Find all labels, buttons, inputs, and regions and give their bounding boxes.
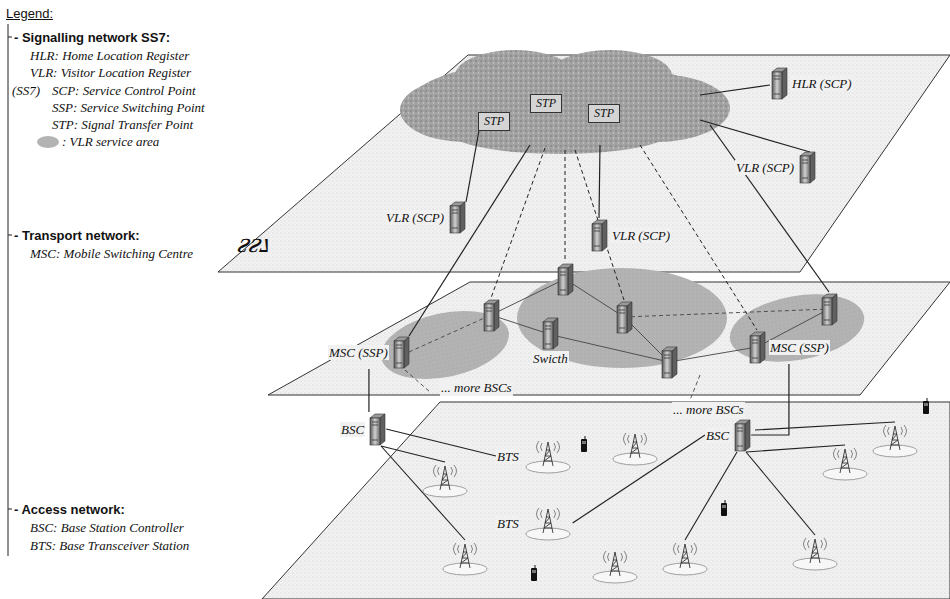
server-icon — [748, 330, 766, 364]
legend-definition: BTS: Base Transceiver Station — [30, 538, 189, 554]
msc-node: MSC (SSP) — [748, 330, 830, 364]
more-note: ... more BSCs — [672, 402, 745, 418]
node-label: BSC — [340, 422, 365, 437]
tower-icon — [523, 438, 573, 474]
stp-box: STP — [530, 94, 562, 113]
bsc-node: BSC — [340, 412, 386, 446]
bsc-node: BSC — [705, 418, 751, 452]
node-label: STP — [483, 114, 505, 129]
network-link — [751, 364, 789, 435]
msc-node: MSC (SSP) — [328, 335, 410, 369]
node-label: STP — [593, 106, 615, 121]
server-icon — [541, 316, 559, 350]
node-label: Swicth — [532, 351, 569, 366]
node-label: HLR (SCP) — [791, 76, 853, 91]
access-link — [381, 422, 895, 540]
access-plane — [262, 402, 950, 599]
node-label: STP — [535, 96, 557, 111]
bts-tower — [423, 425, 917, 583]
vlr-node: VLR (SCP) — [735, 150, 816, 184]
vlr-service-area — [375, 268, 870, 390]
server-icon — [590, 218, 608, 252]
legend-title: Legend: — [6, 6, 53, 22]
stp-box: STP — [478, 112, 510, 131]
server-icon — [392, 335, 410, 369]
signalling-link — [409, 85, 829, 336]
mobile-phone — [531, 398, 929, 581]
node-label: VLR (SCP) — [611, 228, 671, 243]
node-label: BSC — [705, 428, 730, 443]
node-label: VLR (SCP) — [385, 210, 445, 225]
legend-swatch-shape — [37, 136, 59, 148]
node-label: MSC (SSP) — [328, 345, 389, 360]
legend-heading: - Transport network: — [14, 228, 140, 244]
legend-definition: SCP: Service Control Point — [52, 83, 196, 99]
server-icon — [798, 150, 816, 184]
tower-icon — [523, 505, 573, 541]
server-icon — [368, 412, 386, 446]
stp-box: STP — [588, 104, 620, 123]
server-icon — [770, 66, 788, 100]
network-link — [573, 435, 705, 523]
transport-link — [491, 279, 829, 362]
ss7-cloud — [400, 50, 730, 154]
plane-label: SS7 — [233, 238, 274, 254]
node-label: MSC (SSP) — [769, 340, 830, 355]
legend-definition: VLR: Visitor Location Register — [30, 65, 191, 81]
legend-definition: BSC: Base Station Controller — [30, 520, 184, 536]
legend-entry: : VLR service area — [36, 134, 159, 150]
node-label: BTS — [496, 449, 520, 464]
network-link — [386, 429, 496, 456]
server-icon — [733, 418, 751, 452]
vlr-node: VLR (SCP) — [590, 218, 671, 252]
legend-definition: HLR: Home Location Register — [30, 48, 189, 64]
legend-definition: STP: Signal Transfer Point — [52, 117, 193, 133]
legend-definition: (SS7) — [12, 83, 40, 99]
legend-definition: MSC: Mobile Switching Centre — [30, 246, 193, 262]
switch-server — [484, 264, 837, 378]
vlr-node: VLR (SCP) — [385, 200, 466, 234]
switch-node: Swicth — [532, 316, 569, 366]
hlr-node: HLR (SCP) — [770, 66, 853, 100]
legend-heading: - Access network: — [14, 502, 125, 518]
node-label: VLR (SCP) — [735, 160, 795, 175]
more-note: ... more BSCs — [440, 380, 513, 396]
bts-node: BTS — [496, 505, 573, 541]
legend-definition: SSP: Service Switching Point — [52, 100, 205, 116]
legend-swatch — [36, 134, 60, 150]
server-icon — [448, 200, 466, 234]
node-label: BTS — [496, 516, 520, 531]
legend-bracket — [8, 24, 12, 556]
bts-node: BTS — [496, 438, 573, 474]
network-link — [368, 369, 369, 412]
legend-text: : VLR service area — [62, 134, 159, 150]
legend-heading: - Signalling network SS7: — [14, 30, 170, 46]
